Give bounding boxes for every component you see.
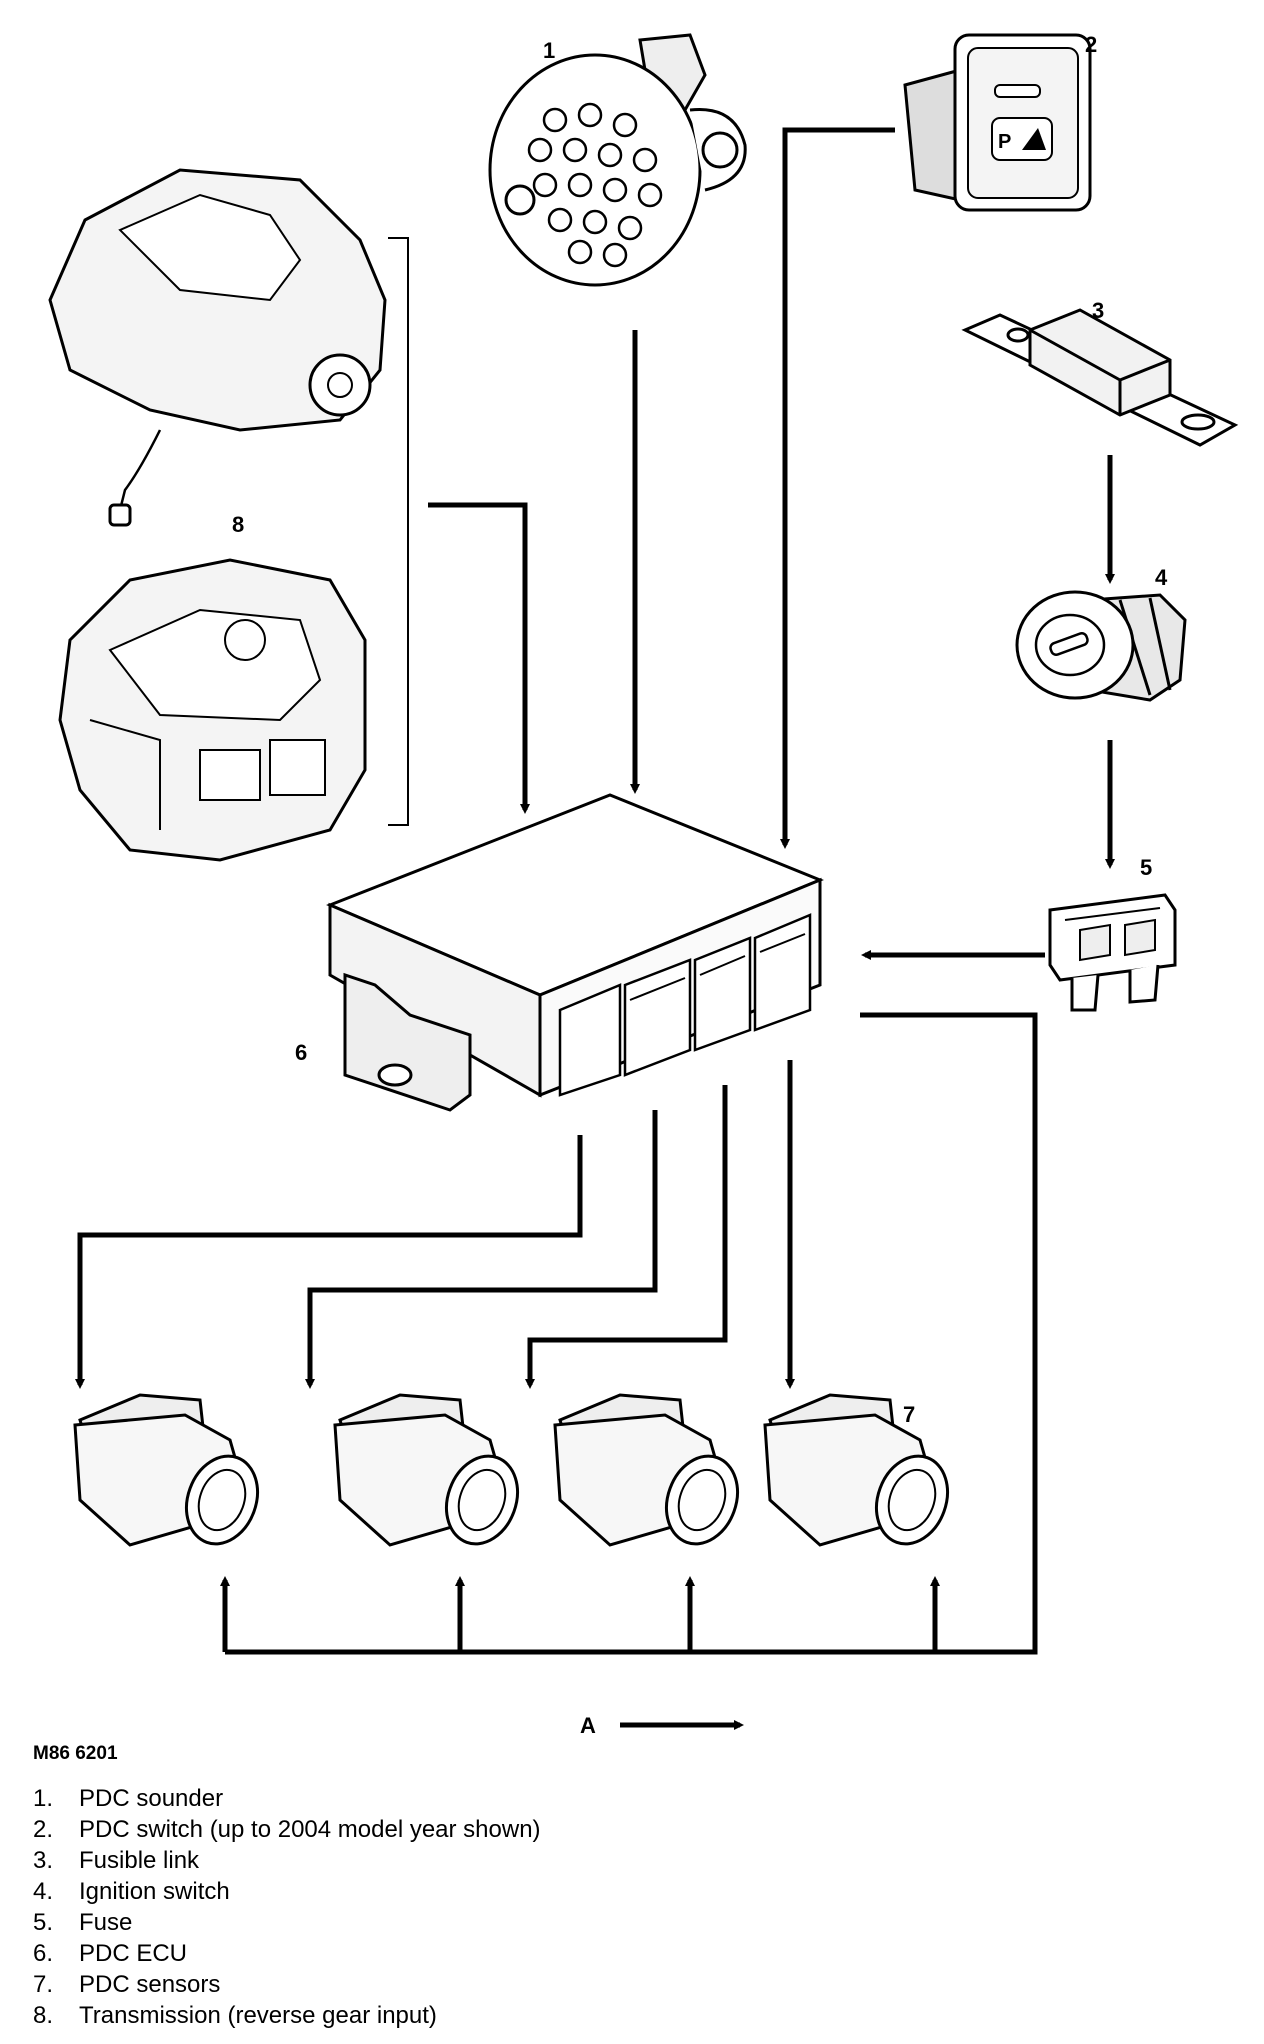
legend-number: 3. — [33, 1847, 54, 1874]
pdc-system-diagram: 1 P 2 3 4 5 — [48, 32, 1239, 1738]
legend-number: 8. — [33, 2002, 54, 2029]
transmission-automatic — [58, 558, 367, 862]
label-3: 3 — [1092, 298, 1104, 323]
legend-item: 1. PDC sounder — [33, 1783, 541, 1814]
legend-number: 2. — [33, 1816, 54, 1843]
legend-text: Transmission (reverse gear input) — [79, 2002, 437, 2029]
legend-number: 5. — [33, 1909, 54, 1936]
fuse — [1048, 893, 1177, 1012]
label-5: 5 — [1140, 855, 1152, 880]
label-2: 2 — [1085, 32, 1097, 57]
legend: 1. PDC sounder 2. PDC switch (up to 2004 m… — [33, 1783, 541, 2031]
legend-item: 3. Fusible link — [33, 1845, 541, 1876]
legend-text: PDC sounder — [79, 1785, 224, 1812]
connection-arrows — [75, 127, 1115, 1730]
figure-code: M86 6201 — [33, 1743, 118, 1764]
legend-text: PDC sensors — [79, 1971, 221, 1998]
pdc-sounder — [488, 33, 747, 287]
legend-number: 6. — [33, 1940, 54, 1967]
pdc-sensor-2 — [333, 1393, 519, 1547]
direction-label: A — [580, 1713, 596, 1738]
pdc-sensor-1 — [73, 1393, 259, 1547]
legend-number: 7. — [33, 1971, 54, 1998]
legend-item: 7. PDC sensors — [33, 1969, 541, 2000]
legend-text: Fuse — [79, 1909, 133, 1936]
label-8: 8 — [232, 512, 244, 537]
pdc-switch — [903, 33, 1092, 212]
legend-item: 5. Fuse — [33, 1907, 541, 1938]
transmission-bracket — [388, 237, 409, 826]
label-1: 1 — [543, 38, 555, 63]
fusible-link — [961, 308, 1239, 447]
pdc-sensor-3 — [553, 1393, 739, 1547]
legend-item: 6. PDC ECU — [33, 1938, 541, 1969]
switch-symbol: P — [998, 131, 1011, 153]
legend-item: 4. Ignition switch — [33, 1876, 541, 1907]
legend-text: Fusible link — [79, 1847, 200, 1874]
transmission-manual — [48, 168, 387, 527]
legend-number: 1. — [33, 1785, 54, 1812]
label-6: 6 — [295, 1040, 307, 1065]
legend-text: PDC ECU — [79, 1940, 188, 1967]
legend-text: Ignition switch — [79, 1878, 230, 1905]
label-7: 7 — [903, 1402, 915, 1427]
pdc-ecu — [326, 793, 824, 1112]
pdc-sensor-4 — [763, 1393, 949, 1547]
label-4: 4 — [1155, 565, 1168, 590]
legend-number: 4. — [33, 1878, 54, 1905]
legend-item: 2. PDC switch (up to 2004 model year show… — [33, 1814, 541, 1845]
ignition-switch — [1015, 590, 1187, 702]
legend-text: PDC switch (up to 2004 model year shown) — [79, 1816, 541, 1843]
legend-item: 8. Transmission (reverse gear input) — [33, 2000, 541, 2031]
